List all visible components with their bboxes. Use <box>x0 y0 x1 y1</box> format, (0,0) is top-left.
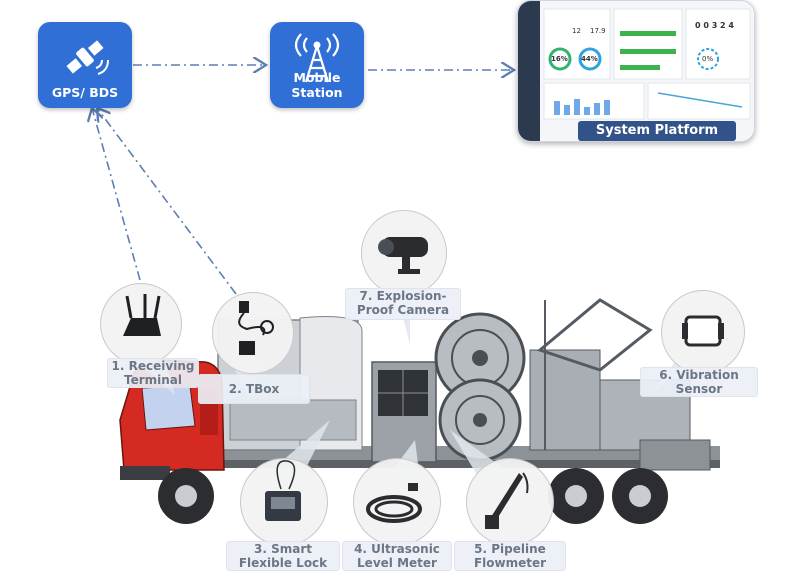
gps-bds-label: GPS/ BDS <box>51 85 119 100</box>
truck-illustration <box>119 298 720 524</box>
system-platform-screen[interactable]: 12 17.9 16% 44% 0 0 3 2 4 0% System Plat… <box>517 0 755 142</box>
camera-bubble <box>361 210 447 296</box>
cell-tower-icon <box>294 33 340 83</box>
callout-receiving-terminal: 1. Receiving Terminal <box>107 358 199 388</box>
receiving-terminal-bubble <box>100 283 182 365</box>
stat-percent-c: 0% <box>702 55 714 63</box>
smart-lock-bubble <box>240 458 328 546</box>
gps-bds-node[interactable]: GPS/ BDS <box>38 22 132 108</box>
stat-percent-a: 16% <box>551 55 568 63</box>
counter-display: 0 0 3 2 4 <box>695 21 734 30</box>
callout-flowmeter: 5. Pipeline Flowmeter <box>454 541 566 571</box>
platform-sidebar <box>518 1 540 141</box>
callout-smart-lock: 3. Smart Flexible Lock <box>226 541 340 571</box>
mobile-station-label: Mobile Station <box>291 70 343 100</box>
tbox-icon <box>238 301 274 355</box>
system-platform-label: System Platform <box>578 121 736 141</box>
level-meter-bubble <box>353 458 441 546</box>
sensor-icon <box>682 315 724 347</box>
callout-level-meter: 4. Ultrasonic Level Meter <box>342 541 452 571</box>
vibration-sensor-bubble <box>661 290 745 374</box>
tbox-bubble <box>212 292 294 374</box>
connector-lines <box>92 65 514 295</box>
flowmeter-icon <box>485 472 529 529</box>
platform-dashboard <box>543 8 751 120</box>
stat-volume: 17.9 <box>590 27 606 35</box>
router-icon <box>123 294 161 336</box>
stat-percent-b: 44% <box>581 55 598 63</box>
satellite-icon <box>66 40 109 75</box>
callout-tbox: 2. TBox <box>198 374 310 404</box>
callout-camera: 7. Explosion- Proof Camera <box>345 288 461 320</box>
callout-vibration-sensor: 6. Vibration Sensor <box>640 367 758 397</box>
mobile-station-node[interactable]: Mobile Station <box>270 22 364 108</box>
coil-cable-icon <box>366 483 422 523</box>
stat-count: 12 <box>572 27 581 35</box>
flowmeter-bubble <box>466 458 554 546</box>
camera-icon <box>378 237 428 274</box>
lock-icon <box>265 460 301 521</box>
